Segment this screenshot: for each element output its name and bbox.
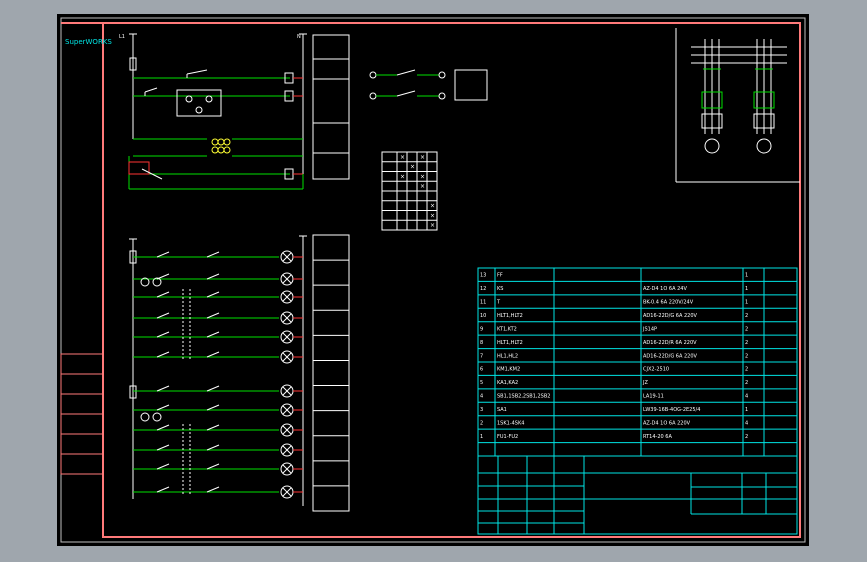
bom-cell: AD16-22D/G 6A 220V xyxy=(643,313,698,319)
bom-cell: AD16-22D/R 6A 220V xyxy=(643,340,697,346)
bom-cell: SA1 xyxy=(497,407,507,413)
bom-cell: 1 xyxy=(745,300,748,306)
bom-cell: LA19-11 xyxy=(643,394,664,400)
bom-cell: 2 xyxy=(745,326,748,332)
bom-cell: HLT1,HLT2 xyxy=(497,340,523,346)
bom-cell: HL1,HL2 xyxy=(497,353,518,359)
truth-mark: × xyxy=(410,164,415,171)
bom-cell: 9 xyxy=(480,326,483,332)
bom-cell: CJX2-2510 xyxy=(643,367,669,373)
bom-cell: LW39-16B-4OG-2E25/4 xyxy=(643,407,700,413)
bom-cell: AZ-D4 1O 6A 24V xyxy=(643,286,687,292)
bom-cell: 4 xyxy=(745,420,748,426)
bom-cell: HLT1,HLT2 xyxy=(497,313,523,319)
bom-cell: 2 xyxy=(745,434,748,440)
bom-cell: FU1-FU2 xyxy=(497,434,518,440)
bom-cell: 2 xyxy=(745,340,748,346)
truth-mark: × xyxy=(430,212,435,219)
bom-cell: 4 xyxy=(480,394,483,400)
truth-mark: × xyxy=(430,222,435,229)
bom-cell: 2 xyxy=(480,420,483,426)
brand-label: SuperWORKS xyxy=(65,38,112,46)
bom-cell: 5 xyxy=(480,380,483,386)
bom-cell: 1 xyxy=(745,273,748,279)
upper-control-circuit: L1 N xyxy=(119,33,307,190)
title-block xyxy=(477,455,798,535)
bom-cell: 10 xyxy=(480,313,486,319)
bom-cell: KT1,KT2 xyxy=(497,326,517,332)
motor-schematic xyxy=(675,28,800,183)
left-sidebar: SuperWORKS xyxy=(60,38,112,475)
truth-table: × × × × × × × × × xyxy=(381,151,438,231)
truth-mark: × xyxy=(420,154,425,161)
bom-cell: BK-0.4 6A 220V/24V xyxy=(643,300,694,306)
truth-mark: × xyxy=(420,173,425,180)
svg-text:N: N xyxy=(297,34,301,40)
bom-cell: 1SK1-4SK4 xyxy=(497,420,524,426)
bom-cell: AD16-22D/G 6A 220V xyxy=(643,353,698,359)
bom-cell: 4 xyxy=(745,394,748,400)
contact-detail xyxy=(369,69,488,101)
bom-cell: 13 xyxy=(480,273,486,279)
truth-mark: × xyxy=(400,154,405,161)
truth-mark: × xyxy=(420,183,425,190)
svg-text:L1: L1 xyxy=(119,34,125,40)
bom-cell: JS14P xyxy=(642,326,657,332)
bom-cell: RT14-20 6A xyxy=(643,434,672,440)
bom-cell: 1 xyxy=(745,286,748,292)
bom-cell: 1 xyxy=(745,407,748,413)
bom-cell: 12 xyxy=(480,286,486,292)
bom-cell: 2 xyxy=(745,313,748,319)
truth-mark: × xyxy=(430,203,435,210)
bom-cell: KA1,KA2 xyxy=(497,380,518,386)
bom-cell: KM1,KM2 xyxy=(497,367,520,373)
bom-cell: 8 xyxy=(480,340,483,346)
bom-cell: JZ xyxy=(642,380,648,386)
bom-cell: 2 xyxy=(745,367,748,373)
bom-cell: 2 xyxy=(745,380,748,386)
bom-cell: 7 xyxy=(480,353,483,359)
cad-drawing: SuperWORKS L1 N xyxy=(60,17,806,543)
bom-cell: 6 xyxy=(480,367,483,373)
bom-cell: 1 xyxy=(480,434,483,440)
inner-border xyxy=(102,22,801,538)
bom-cell: 11 xyxy=(480,300,486,306)
bom-cell: FF xyxy=(497,273,503,279)
outer-border xyxy=(60,17,806,543)
lower-label-column xyxy=(312,234,350,512)
drawing-canvas: SuperWORKS L1 N xyxy=(57,14,809,546)
bom-cell: AZ-D4 1O 6A 220V xyxy=(643,420,691,426)
bom-cell: T xyxy=(496,300,501,306)
bom-cell: 3 xyxy=(480,407,483,413)
bom-cell: 2 xyxy=(745,353,748,359)
truth-mark: × xyxy=(400,173,405,180)
bom-cell: SB1,1SB2,2SB1,2SB2 xyxy=(497,394,550,400)
upper-label-column xyxy=(312,34,350,180)
lower-control-circuit xyxy=(129,235,307,506)
bom-cell: KS xyxy=(497,286,503,292)
